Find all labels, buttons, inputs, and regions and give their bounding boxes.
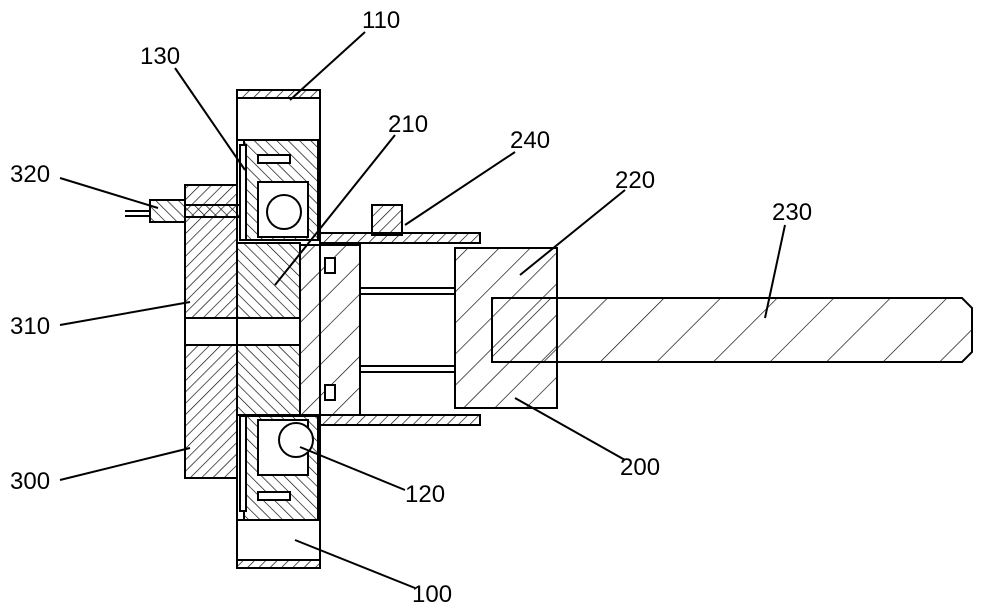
tube-240 (319, 204, 481, 426)
label-240: 240 (510, 127, 550, 154)
label-100: 100 (412, 581, 452, 608)
label-310: 310 (10, 313, 50, 340)
label-110: 110 (362, 7, 400, 34)
rod-230 (491, 297, 973, 363)
bearing-120 (257, 181, 314, 476)
label-300: 300 (10, 468, 50, 495)
screw-320 (125, 199, 241, 223)
label-230: 230 (772, 199, 812, 226)
label-130: 130 (140, 43, 180, 70)
shaft-210 (236, 242, 361, 416)
label-320: 320 (10, 161, 50, 188)
leader-lines (59, 31, 786, 589)
label-220: 220 (615, 167, 655, 194)
plate-300 (184, 184, 238, 479)
label-200: 200 (620, 454, 660, 481)
label-210: 210 (388, 111, 428, 138)
label-120: 120 (405, 481, 445, 508)
